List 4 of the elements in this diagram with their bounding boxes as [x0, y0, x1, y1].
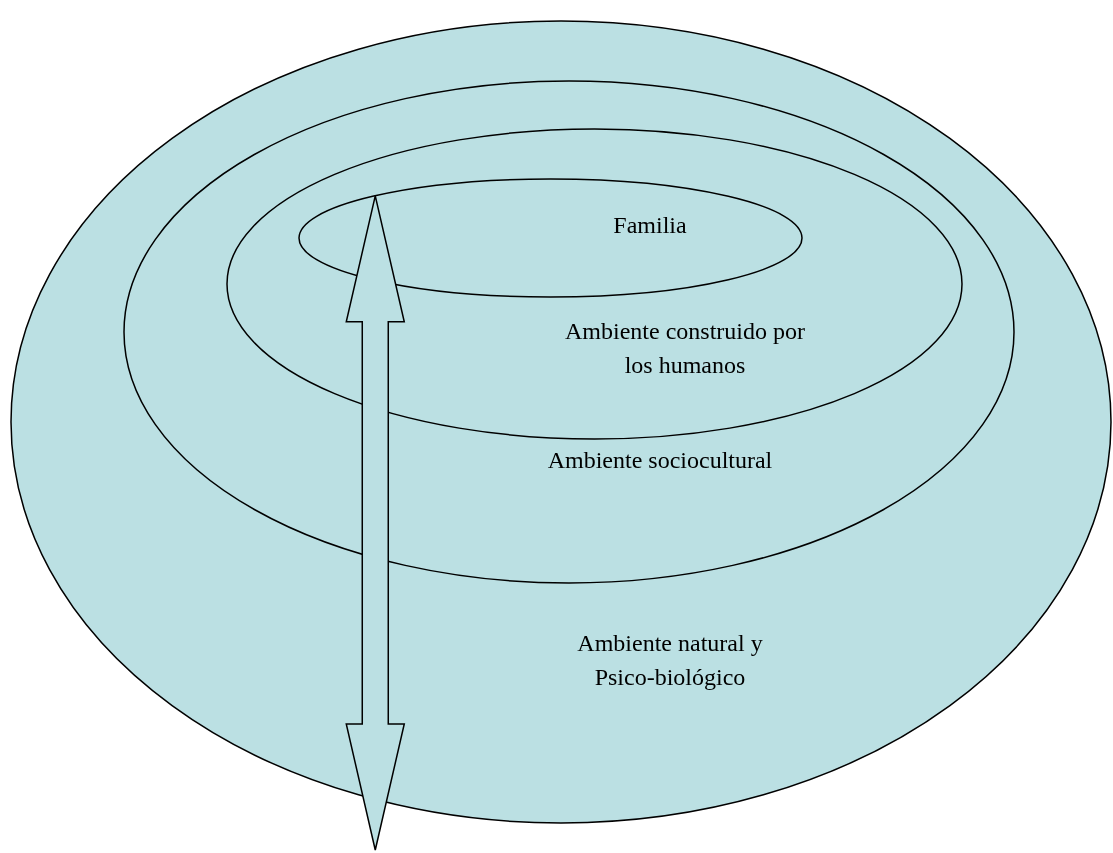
layer-label: Familia	[612, 211, 688, 240]
layer-label: Ambiente sociocultural	[546, 446, 774, 475]
layer-label: Ambiente natural y Psico-biológico	[576, 629, 764, 692]
layer-label: Ambiente construido por los humanos	[564, 317, 806, 380]
